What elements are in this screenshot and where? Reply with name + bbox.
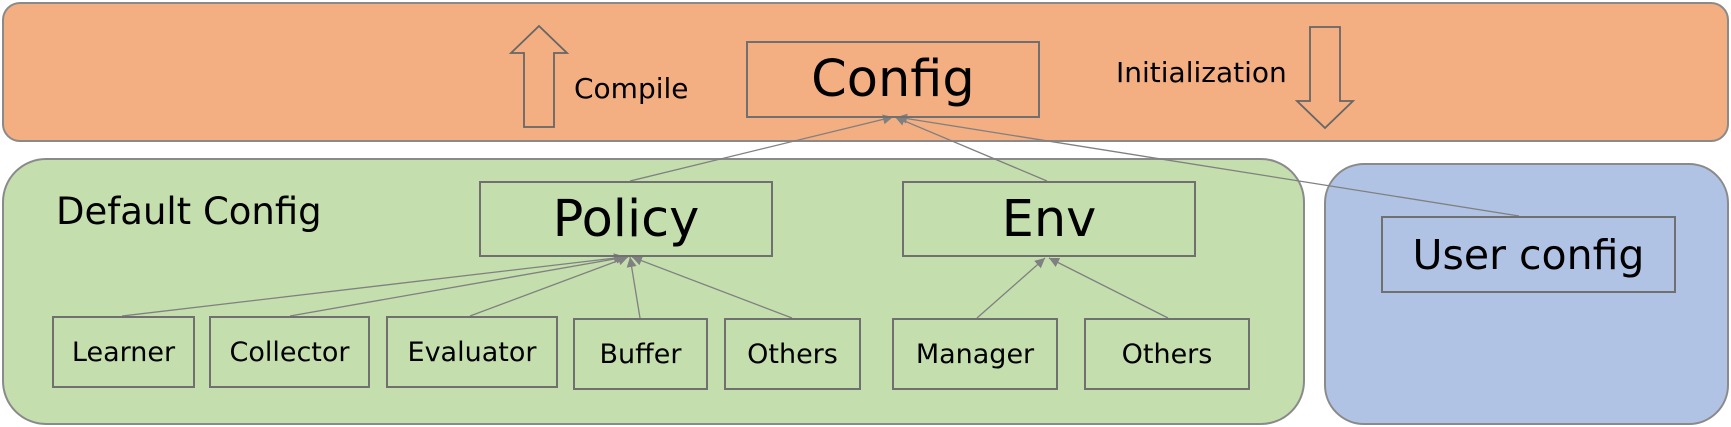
buffer-box: Buffer (573, 318, 708, 390)
policy-others-to-policy-connector (631, 255, 793, 319)
env-box: Env (902, 181, 1196, 257)
manager-label: Manager (915, 338, 1035, 370)
collector-label: Collector (229, 336, 350, 368)
policy-box: Policy (479, 181, 773, 257)
evaluator-to-policy-connector (469, 255, 629, 317)
env-others-box: Others (1084, 318, 1250, 390)
env-others-to-env-connector (1048, 257, 1169, 319)
buffer-to-policy-connector (626, 256, 641, 319)
env-to-config-connector (894, 116, 1048, 182)
config-layer-panel (2, 2, 1729, 142)
collector-to-policy-connector (289, 253, 627, 317)
user-config-box: User config (1381, 216, 1676, 293)
initialization-label: Initialization (1116, 56, 1287, 89)
learner-box: Learner (52, 316, 195, 388)
learner-to-policy-connector (121, 253, 625, 317)
evaluator-box: Evaluator (386, 316, 558, 388)
up-arrow-icon (508, 24, 570, 128)
env-label: Env (1001, 189, 1097, 249)
buffer-label: Buffer (599, 338, 682, 370)
config-box: Config (746, 41, 1040, 118)
user-config-label: User config (1412, 230, 1645, 279)
policy-label: Policy (552, 189, 700, 249)
learner-label: Learner (71, 336, 176, 368)
default-config-title: Default Config (56, 190, 322, 233)
policy-to-config-connector (629, 114, 894, 182)
user-config-to-config-connector (896, 113, 1520, 217)
policy-others-box: Others (724, 318, 861, 390)
user-config-panel (1324, 163, 1729, 425)
manager-box: Manager (892, 318, 1058, 390)
collector-box: Collector (209, 316, 370, 388)
default-config-panel (2, 158, 1305, 425)
compile-label: Compile (574, 72, 689, 105)
manager-to-env-connector (976, 257, 1046, 319)
env-others-label: Others (1121, 338, 1213, 370)
down-arrow-icon (1294, 26, 1356, 130)
evaluator-label: Evaluator (407, 336, 537, 368)
policy-others-label: Others (747, 338, 838, 370)
config-label: Config (811, 50, 975, 109)
